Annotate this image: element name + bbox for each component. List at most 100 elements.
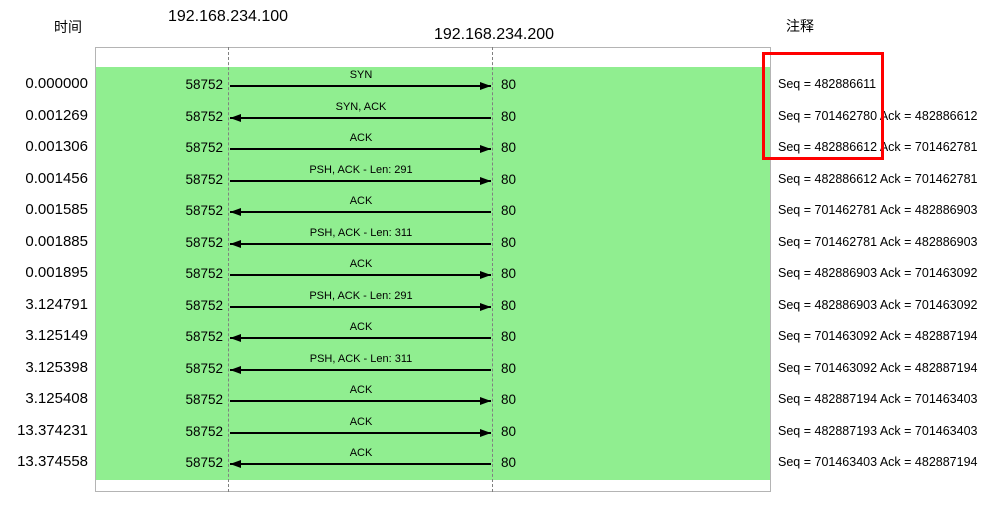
row-tcp-flags-label: PSH, ACK - Len: 311 bbox=[309, 226, 413, 239]
row-dst-port: 80 bbox=[501, 234, 517, 250]
row-seq-ack-comment: Seq = 482886612 Ack = 701462781 bbox=[778, 171, 978, 186]
flow-row[interactable]: 0.001585 58752 ACK 80 Seq = 701462781 Ac… bbox=[0, 189, 989, 223]
row-seq-ack-comment: Seq = 701462781 Ack = 482886903 bbox=[778, 234, 978, 249]
row-dst-port: 80 bbox=[501, 266, 517, 281]
row-time: 0.001885 bbox=[25, 232, 88, 250]
row-dst-port: 80 bbox=[501, 297, 517, 313]
row-time: 13.374231 bbox=[17, 421, 88, 439]
row-seq-ack-comment: Seq = 701463092 Ack = 482887194 bbox=[778, 360, 978, 375]
host-right-address-label: 192.168.234.200 bbox=[433, 26, 555, 43]
row-dst-port: 80 bbox=[501, 423, 517, 439]
flow-row[interactable]: 13.374558 58752 ACK 80 Seq = 701463403 A… bbox=[0, 441, 989, 475]
row-src-port: 58752 bbox=[185, 266, 223, 281]
row-src-port: 58752 bbox=[185, 108, 223, 124]
flow-row[interactable]: 0.001306 58752 ACK 80 Seq = 482886612 Ac… bbox=[0, 126, 989, 160]
row-seq-ack-comment: Seq = 482886903 Ack = 701463092 bbox=[778, 266, 978, 280]
row-dst-port: 80 bbox=[501, 203, 517, 218]
row-src-port: 58752 bbox=[185, 171, 223, 187]
flow-row[interactable]: 0.000000 58752 SYN 80 Seq = 482886611 bbox=[0, 63, 989, 97]
row-time: 0.001456 bbox=[25, 169, 88, 187]
packet-arrow bbox=[230, 460, 491, 468]
row-tcp-flags-label: ACK bbox=[349, 258, 373, 270]
row-dst-port: 80 bbox=[501, 108, 517, 124]
flow-row[interactable]: 0.001456 58752 PSH, ACK - Len: 291 80 Se… bbox=[0, 158, 989, 192]
packet-arrow bbox=[230, 397, 491, 405]
lifeline-host-right bbox=[492, 47, 493, 492]
row-tcp-flags-label: SYN bbox=[349, 69, 373, 81]
row-src-port: 58752 bbox=[185, 234, 223, 250]
row-time: 0.001585 bbox=[25, 201, 88, 218]
row-dst-port: 80 bbox=[501, 392, 517, 407]
row-tcp-flags-label: PSH, ACK - Len: 291 bbox=[309, 163, 413, 176]
row-time: 0.001269 bbox=[25, 106, 88, 124]
row-src-port: 58752 bbox=[185, 203, 223, 218]
packet-arrow bbox=[230, 428, 491, 437]
flow-row[interactable]: 3.125398 58752 PSH, ACK - Len: 311 80 Se… bbox=[0, 347, 989, 381]
row-dst-port: 80 bbox=[501, 329, 517, 344]
row-tcp-flags-label: ACK bbox=[349, 132, 373, 144]
packet-arrow bbox=[230, 334, 491, 342]
row-seq-ack-comment: Seq = 482886611 bbox=[778, 77, 877, 91]
row-time: 3.125398 bbox=[25, 358, 88, 376]
row-tcp-flags-label: ACK bbox=[349, 415, 373, 428]
row-tcp-flags-label: ACK bbox=[349, 447, 373, 459]
packet-arrow bbox=[230, 239, 491, 248]
flow-row[interactable]: 0.001895 58752 ACK 80 Seq = 482886903 Ac… bbox=[0, 252, 989, 286]
row-time: 3.125408 bbox=[25, 390, 88, 407]
flow-row[interactable]: 13.374231 58752 ACK 80 Seq = 482887193 A… bbox=[0, 410, 989, 444]
row-dst-port: 80 bbox=[501, 77, 517, 92]
row-time: 13.374558 bbox=[17, 453, 88, 470]
row-seq-ack-comment: Seq = 482886903 Ack = 701463092 bbox=[778, 297, 978, 312]
row-time: 0.000000 bbox=[25, 75, 88, 92]
row-seq-ack-comment: Seq = 482887194 Ack = 701463403 bbox=[778, 392, 978, 406]
packet-arrow bbox=[230, 302, 491, 311]
row-tcp-flags-label: SYN, ACK bbox=[335, 100, 387, 113]
row-src-port: 58752 bbox=[185, 329, 223, 344]
row-time: 3.125149 bbox=[25, 327, 88, 344]
flow-chart-frame bbox=[95, 47, 771, 492]
row-src-port: 58752 bbox=[185, 360, 223, 376]
row-seq-ack-comment: Seq = 482887193 Ack = 701463403 bbox=[778, 423, 978, 438]
flow-row[interactable]: 3.124791 58752 PSH, ACK - Len: 291 80 Se… bbox=[0, 284, 989, 318]
flow-row[interactable]: 3.125408 58752 ACK 80 Seq = 482887194 Ac… bbox=[0, 378, 989, 412]
flow-row[interactable]: 0.001885 58752 PSH, ACK - Len: 311 80 Se… bbox=[0, 221, 989, 255]
lifeline-host-left bbox=[228, 47, 229, 492]
row-src-port: 58752 bbox=[185, 77, 223, 92]
flow-row[interactable]: 0.001269 58752 SYN, ACK 80 Seq = 7014627… bbox=[0, 95, 989, 129]
row-tcp-flags-label: ACK bbox=[349, 195, 373, 207]
row-dst-port: 80 bbox=[501, 360, 517, 376]
row-tcp-flags-label: ACK bbox=[349, 384, 373, 396]
row-src-port: 58752 bbox=[185, 423, 223, 439]
row-tcp-flags-label: PSH, ACK - Len: 311 bbox=[309, 352, 413, 365]
row-dst-port: 80 bbox=[501, 455, 517, 470]
row-tcp-flags-label: ACK bbox=[349, 321, 373, 333]
flow-row[interactable]: 3.125149 58752 ACK 80 Seq = 701463092 Ac… bbox=[0, 315, 989, 349]
packet-arrow bbox=[230, 82, 491, 90]
row-seq-ack-comment: Seq = 482886612 Ack = 701462781 bbox=[778, 140, 978, 154]
packet-arrow bbox=[230, 113, 491, 122]
row-time: 0.001895 bbox=[25, 264, 88, 281]
row-seq-ack-comment: Seq = 701462781 Ack = 482886903 bbox=[778, 203, 978, 217]
packet-arrow bbox=[230, 145, 491, 153]
flow-chart-background bbox=[96, 67, 770, 480]
time-column-header: 时间 bbox=[54, 19, 82, 35]
row-time: 3.124791 bbox=[25, 295, 88, 313]
packet-arrow bbox=[230, 176, 491, 185]
row-seq-ack-comment: Seq = 701462780 Ack = 482886612 bbox=[778, 108, 978, 123]
row-time: 0.001306 bbox=[25, 138, 88, 155]
host-left-address-label: 192.168.234.100 bbox=[167, 8, 289, 25]
row-dst-port: 80 bbox=[501, 140, 517, 155]
packet-arrow bbox=[230, 365, 491, 374]
packet-arrow bbox=[230, 271, 491, 279]
row-src-port: 58752 bbox=[185, 455, 223, 470]
packet-arrow bbox=[230, 208, 491, 216]
row-src-port: 58752 bbox=[185, 297, 223, 313]
row-seq-ack-comment: Seq = 701463092 Ack = 482887194 bbox=[778, 329, 978, 343]
row-src-port: 58752 bbox=[185, 392, 223, 407]
comment-column-header: 注释 bbox=[786, 18, 814, 34]
row-src-port: 58752 bbox=[185, 140, 223, 155]
row-dst-port: 80 bbox=[501, 171, 517, 187]
row-tcp-flags-label: PSH, ACK - Len: 291 bbox=[309, 289, 413, 302]
